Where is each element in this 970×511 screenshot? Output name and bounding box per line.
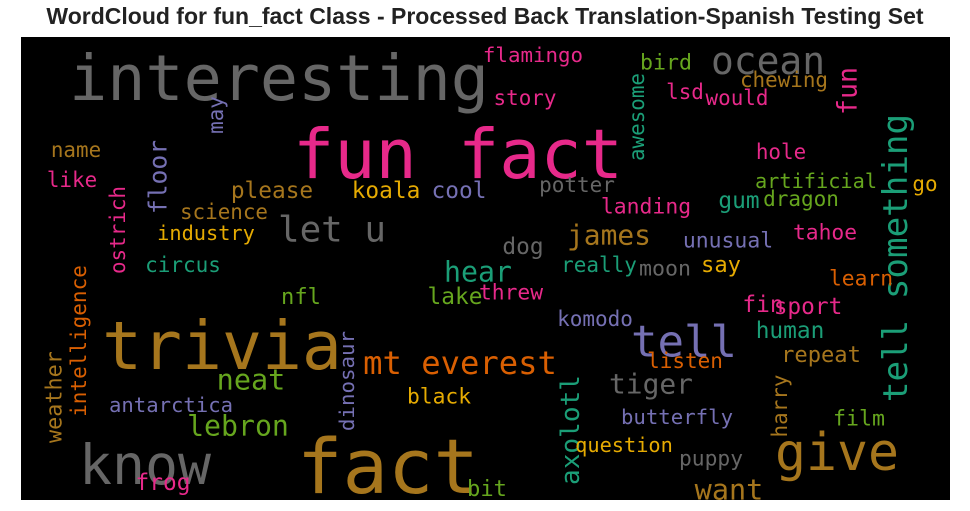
word-interesting: interesting — [69, 41, 489, 115]
word-awesome: awesome — [625, 73, 649, 161]
word-film: film — [833, 407, 885, 432]
word-frog: frog — [136, 470, 191, 496]
word-question: question — [575, 433, 673, 457]
word-axolotl: axolotl — [556, 375, 586, 485]
word-tell-something: tell something — [876, 114, 916, 402]
word-antarctica: antarctica — [109, 393, 233, 417]
word-hole: hole — [756, 140, 806, 164]
word-science: science — [180, 200, 268, 224]
word-repeat: repeat — [781, 342, 861, 368]
word-fun: fun — [833, 67, 864, 115]
word-fun-fact: fun fact — [293, 115, 623, 195]
word-tell: tell — [631, 317, 737, 368]
word-want: want — [695, 474, 764, 501]
word-listen: listen — [647, 349, 723, 373]
word-lake: lake — [428, 284, 483, 310]
word-ostrich: ostrich — [106, 186, 130, 274]
word-fin: fin — [742, 292, 783, 318]
word-threw: threw — [479, 281, 543, 306]
word-cool: cool — [432, 178, 487, 204]
word-say: say — [701, 252, 741, 278]
word-butterfly: butterfly — [621, 405, 733, 429]
word-would: would — [706, 86, 769, 110]
chart-title: WordCloud for fun_fact Class - Processed… — [46, 3, 924, 29]
word-let-u: let u — [278, 210, 386, 251]
word-really: really — [561, 253, 637, 277]
word-human: human — [756, 318, 825, 344]
word-tiger: tiger — [609, 368, 693, 401]
word-circus: circus — [145, 253, 221, 277]
word-james: james — [567, 219, 651, 252]
word-lebron: lebron — [187, 410, 289, 443]
word-harry: harry — [768, 375, 792, 438]
word-weather: weather — [43, 351, 68, 443]
word-nfl: nfl — [281, 284, 321, 310]
word-unusual: unusual — [683, 229, 773, 254]
word-intelligence: intelligence — [67, 265, 91, 417]
word-dragon: dragon — [763, 187, 839, 211]
word-story: story — [494, 86, 557, 110]
word-moon: moon — [639, 257, 691, 282]
word-please: please — [231, 178, 313, 204]
word-komodo: komodo — [557, 307, 633, 331]
word-koala: koala — [352, 178, 421, 204]
word-potter: potter — [539, 173, 615, 197]
word-mt-everest: mt everest — [363, 344, 557, 382]
word-flamingo: flamingo — [483, 43, 583, 67]
word-landing: landing — [601, 195, 691, 220]
word-trivia: trivia — [102, 307, 342, 385]
word-dog: dog — [502, 234, 543, 260]
word-floor: floor — [144, 140, 173, 214]
word-industry: industry — [157, 221, 255, 245]
word-bit: bit — [467, 476, 507, 500]
word-lsd: lsd — [666, 80, 704, 104]
word-black: black — [407, 385, 471, 410]
word-like: like — [47, 168, 97, 192]
word-neat: neat — [217, 364, 286, 397]
word-sport: sport — [774, 294, 843, 320]
word-bird: bird — [640, 51, 692, 76]
word-give: give — [775, 423, 899, 483]
word-hear: hear — [444, 256, 512, 289]
word-may: may — [204, 96, 228, 134]
word-dinosaur: dinosaur — [335, 331, 359, 431]
word-puppy: puppy — [679, 447, 743, 472]
word-tahoe: tahoe — [793, 221, 857, 246]
word-artificial: artificial — [755, 169, 877, 193]
word-ocean: ocean — [711, 39, 825, 83]
word-name: name — [51, 138, 101, 162]
word-learn: learn — [829, 267, 893, 292]
word-chewing: chewing — [740, 68, 828, 92]
word-know: know — [79, 433, 211, 497]
word-gum: gum — [718, 188, 759, 214]
word-fact: fact — [297, 423, 479, 500]
word-go: go — [912, 172, 937, 196]
